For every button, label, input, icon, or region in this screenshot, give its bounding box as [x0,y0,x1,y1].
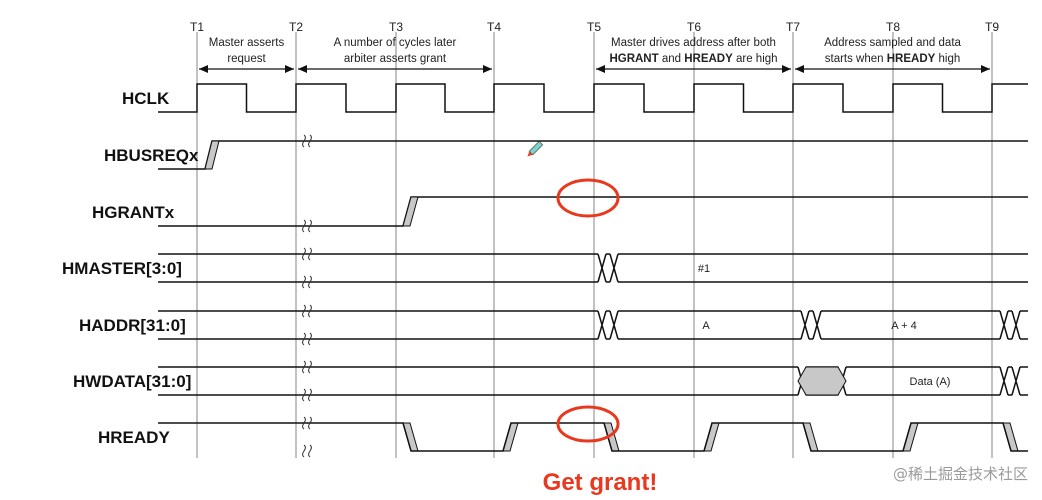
annotation-2-line-1: A number of cycles later [334,37,457,49]
callout-text: Get grant! [543,469,658,496]
hgrant-waveform [158,196,1028,227]
break-mark [308,275,312,289]
annotation-segment: high [935,53,960,65]
hwdata-value-label: Data (A) [910,376,951,388]
signal-label-4: HADDR[31:0] [79,316,186,335]
arrow-head-left [199,65,208,73]
tick-label-t5: T5 [587,20,601,34]
hclk-waveform [158,83,1028,113]
annotation-2-line-2: arbiter asserts grant [344,53,447,65]
arrow-head-left [795,65,804,73]
arrow-head-right [483,65,492,73]
haddr-value-a-label: A [702,320,710,332]
annotation-segment: HREADY [684,53,733,65]
break-mark [302,275,306,289]
hgrant-rise-edge [402,196,419,227]
hready-waveform [158,422,1028,452]
break-mark [308,247,312,261]
break-mark [302,416,306,430]
break-mark [308,304,312,318]
hmaster-value-label: #1 [698,263,710,275]
signal-label-1: HBUSREQx [104,146,199,165]
annotation-3-line-1: Master drives address after both [611,37,776,49]
annotation-3-line-2: HGRANT and HREADY are high [609,53,777,65]
hwdata-waveform [158,366,1028,396]
tick-label-t1: T1 [190,20,204,34]
annotation-segment: HGRANT [609,53,658,65]
tick-label-t2: T2 [289,20,303,34]
signal-label-0: HCLK [122,89,170,108]
hready-highlight-ellipse [556,405,620,443]
hgrant-highlight-ellipse [556,178,620,218]
highlight-marks: Get grant! @稀土掘金技术社区 [527,140,1028,496]
tick-label-t7: T7 [786,20,800,34]
annotation-segment: and [659,53,685,65]
annotation-segment: are high [733,53,778,65]
annotation-segment: Master asserts [209,37,285,49]
bus-value-labels: #1A A + 4 Data (A) [698,263,951,388]
signal-label-3: HMASTER[3:0] [62,259,182,278]
break-mark [302,388,306,402]
break-mark [302,304,306,318]
hmaster-waveform [158,253,1028,283]
tick-label-t8: T8 [886,20,900,34]
break-mark [308,388,312,402]
annotation-segment: A number of cycles later [334,37,457,49]
annotation-segment: arbiter asserts grant [344,53,447,65]
break-mark [302,360,306,374]
pen-body [528,140,544,156]
annotation-segment: request [227,53,266,65]
hbusreq-rise-edge [204,140,220,170]
break-mark [302,444,306,458]
watermark-text: @稀土掘金技术社区 [893,465,1028,483]
annotation-segment: starts when [825,53,887,65]
break-mark [302,247,306,261]
break-mark [302,134,306,148]
annotation-4-line-2: starts when HREADY high [825,53,961,65]
signal-label-5: HWDATA[31:0] [73,372,191,391]
signal-label-6: HREADY [98,428,170,447]
break-mark [308,219,312,233]
break-mark [308,134,312,148]
arrow-head-right [782,65,791,73]
tick-label-t6: T6 [687,20,701,34]
signal-label-2: HGRANTx [92,203,175,222]
break-mark [302,332,306,346]
pen-cursor-icon [527,140,544,157]
annotation-1-line-1: Master asserts [209,37,285,49]
arrow-head-left [596,65,605,73]
arrow-head-right [981,65,990,73]
annotation-segment: HREADY [887,53,936,65]
arrow-head-left [298,65,307,73]
tick-label-t4: T4 [487,20,501,34]
annotation-1-line-2: request [227,53,266,65]
annotation-segment: Address sampled and data [824,37,961,49]
break-mark [308,444,312,458]
annotation-4-line-1: Address sampled and data [824,37,961,49]
break-mark [308,416,312,430]
haddr-value-a4-label: A + 4 [891,320,916,332]
break-mark [302,219,306,233]
haddr-waveform [158,310,1028,340]
tick-label-t3: T3 [389,20,403,34]
hwdata-invalid-region [797,366,847,396]
arrow-head-right [285,65,294,73]
annotation-notes: Master asserts request A number of cycles … [199,37,990,73]
tick-label-t9: T9 [985,20,999,34]
break-mark [308,360,312,374]
waveforms [158,83,1028,458]
break-mark [308,332,312,346]
hbusreq-waveform [158,140,1028,170]
tick-labels: T1 T2 T3 T4 T5 T6 T7 T8 T9 [190,20,999,34]
annotation-segment: Master drives address after both [611,37,776,49]
